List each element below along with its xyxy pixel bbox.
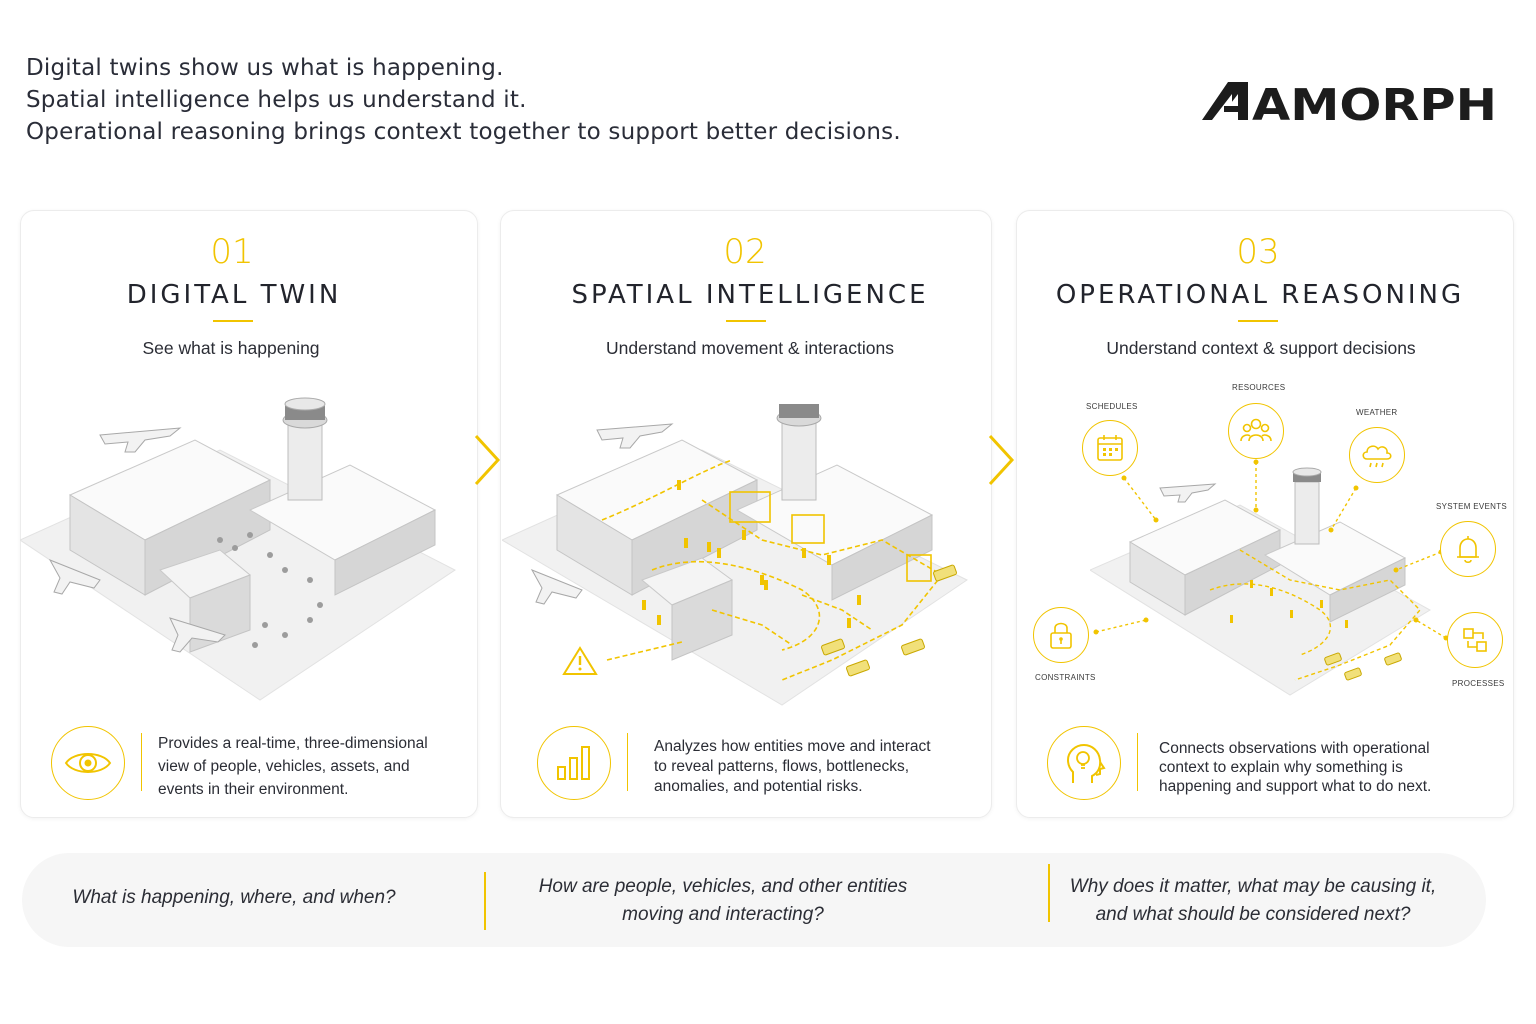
processes-label: PROCESSES bbox=[1452, 679, 1505, 688]
card-1-divider bbox=[141, 733, 142, 791]
card-3-description-line: context to explain why something is bbox=[1159, 759, 1403, 776]
intro-line-3: Operational reasoning brings context tog… bbox=[26, 119, 901, 145]
question-2-line: moving and interacting? bbox=[622, 904, 824, 925]
chevron-right-icon bbox=[474, 434, 501, 486]
question-divider bbox=[1048, 864, 1050, 922]
cloud-rain-icon bbox=[1349, 427, 1405, 483]
airport-illustration-1 bbox=[20, 397, 456, 701]
card-3-number: 03 bbox=[1236, 232, 1280, 272]
card-3-title: OPERATIONAL REASONING bbox=[1055, 280, 1465, 310]
logo-text: AMORPH bbox=[1252, 80, 1497, 124]
intro-text: Digital twins show us what is happening.… bbox=[26, 52, 901, 148]
question-3: Why does it matter, what may be causing … bbox=[1030, 873, 1476, 929]
card-1-description: Provides a real-time, three-dimensional … bbox=[158, 734, 458, 800]
card-1-number: 01 bbox=[210, 232, 254, 272]
card-3-underline bbox=[1238, 320, 1278, 322]
card-3-divider bbox=[1137, 733, 1138, 791]
card-2-description-line: Analyzes how entities move and interact bbox=[654, 738, 931, 755]
card-1-underline bbox=[213, 320, 253, 322]
card-1-description-line: view of people, vehicles, assets, and bbox=[158, 758, 410, 775]
card-2-title: SPATIAL INTELLIGENCE bbox=[571, 280, 929, 310]
calendar-icon bbox=[1082, 420, 1138, 476]
question-3-line: and what should be considered next? bbox=[1095, 904, 1411, 925]
lock-icon bbox=[1033, 607, 1089, 663]
card-operational-reasoning bbox=[1016, 210, 1514, 818]
card-2-description: Analyzes how entities move and interact … bbox=[654, 737, 974, 797]
head-lightbulb-icon bbox=[1047, 726, 1121, 800]
card-2-description-line: to reveal patterns, flows, bottlenecks, bbox=[654, 758, 910, 775]
question-divider bbox=[484, 872, 486, 930]
card-2-description-line: anomalies, and potential risks. bbox=[654, 778, 863, 795]
card-2-divider bbox=[627, 733, 628, 791]
bell-icon bbox=[1440, 521, 1496, 577]
card-3-description: Connects observations with operational c… bbox=[1159, 739, 1479, 796]
card-1-description-line: Provides a real-time, three-dimensional bbox=[158, 735, 428, 752]
eye-icon bbox=[51, 726, 125, 800]
card-3-description-line: happening and support what to do next. bbox=[1159, 778, 1432, 795]
card-2-subtitle: Understand movement & interactions bbox=[606, 338, 894, 358]
airport-illustration-3 bbox=[1090, 467, 1431, 696]
question-2: How are people, vehicles, and other enti… bbox=[500, 873, 946, 929]
card-3-description-line: Connects observations with operational bbox=[1159, 740, 1430, 757]
question-1-line: What is happening, where, and when? bbox=[72, 887, 396, 908]
card-1-subtitle: See what is happening bbox=[142, 338, 320, 358]
airport-illustration-2 bbox=[502, 404, 968, 706]
questions-bar bbox=[22, 853, 1486, 947]
constraints-label: CONSTRAINTS bbox=[1035, 673, 1096, 682]
process-icon bbox=[1447, 612, 1503, 668]
card-2-underline bbox=[726, 320, 766, 322]
bar-chart-icon bbox=[537, 726, 611, 800]
card-1-title: DIGITAL TWIN bbox=[126, 280, 342, 310]
schedules-label: SCHEDULES bbox=[1086, 402, 1138, 411]
weather-label: WEATHER bbox=[1356, 408, 1398, 417]
question-1: What is happening, where, and when? bbox=[44, 884, 424, 912]
chevron-right-icon bbox=[988, 434, 1015, 486]
card-3-subtitle: Understand context & support decisions bbox=[1106, 338, 1416, 358]
question-2-line: How are people, vehicles, and other enti… bbox=[538, 876, 908, 897]
resources-label: RESOURCES bbox=[1232, 383, 1286, 392]
question-3-line: Why does it matter, what may be causing … bbox=[1069, 876, 1437, 897]
intro-line-1: Digital twins show us what is happening. bbox=[26, 55, 504, 81]
system-events-label: SYSTEM EVENTS bbox=[1436, 502, 1508, 511]
card-1-description-line: events in their environment. bbox=[158, 781, 349, 798]
intro-line-2: Spatial intelligence helps us understand… bbox=[26, 87, 527, 113]
amorph-logo: AMORPH bbox=[1202, 80, 1498, 131]
card-2-number: 02 bbox=[723, 232, 767, 272]
people-icon bbox=[1228, 403, 1284, 459]
